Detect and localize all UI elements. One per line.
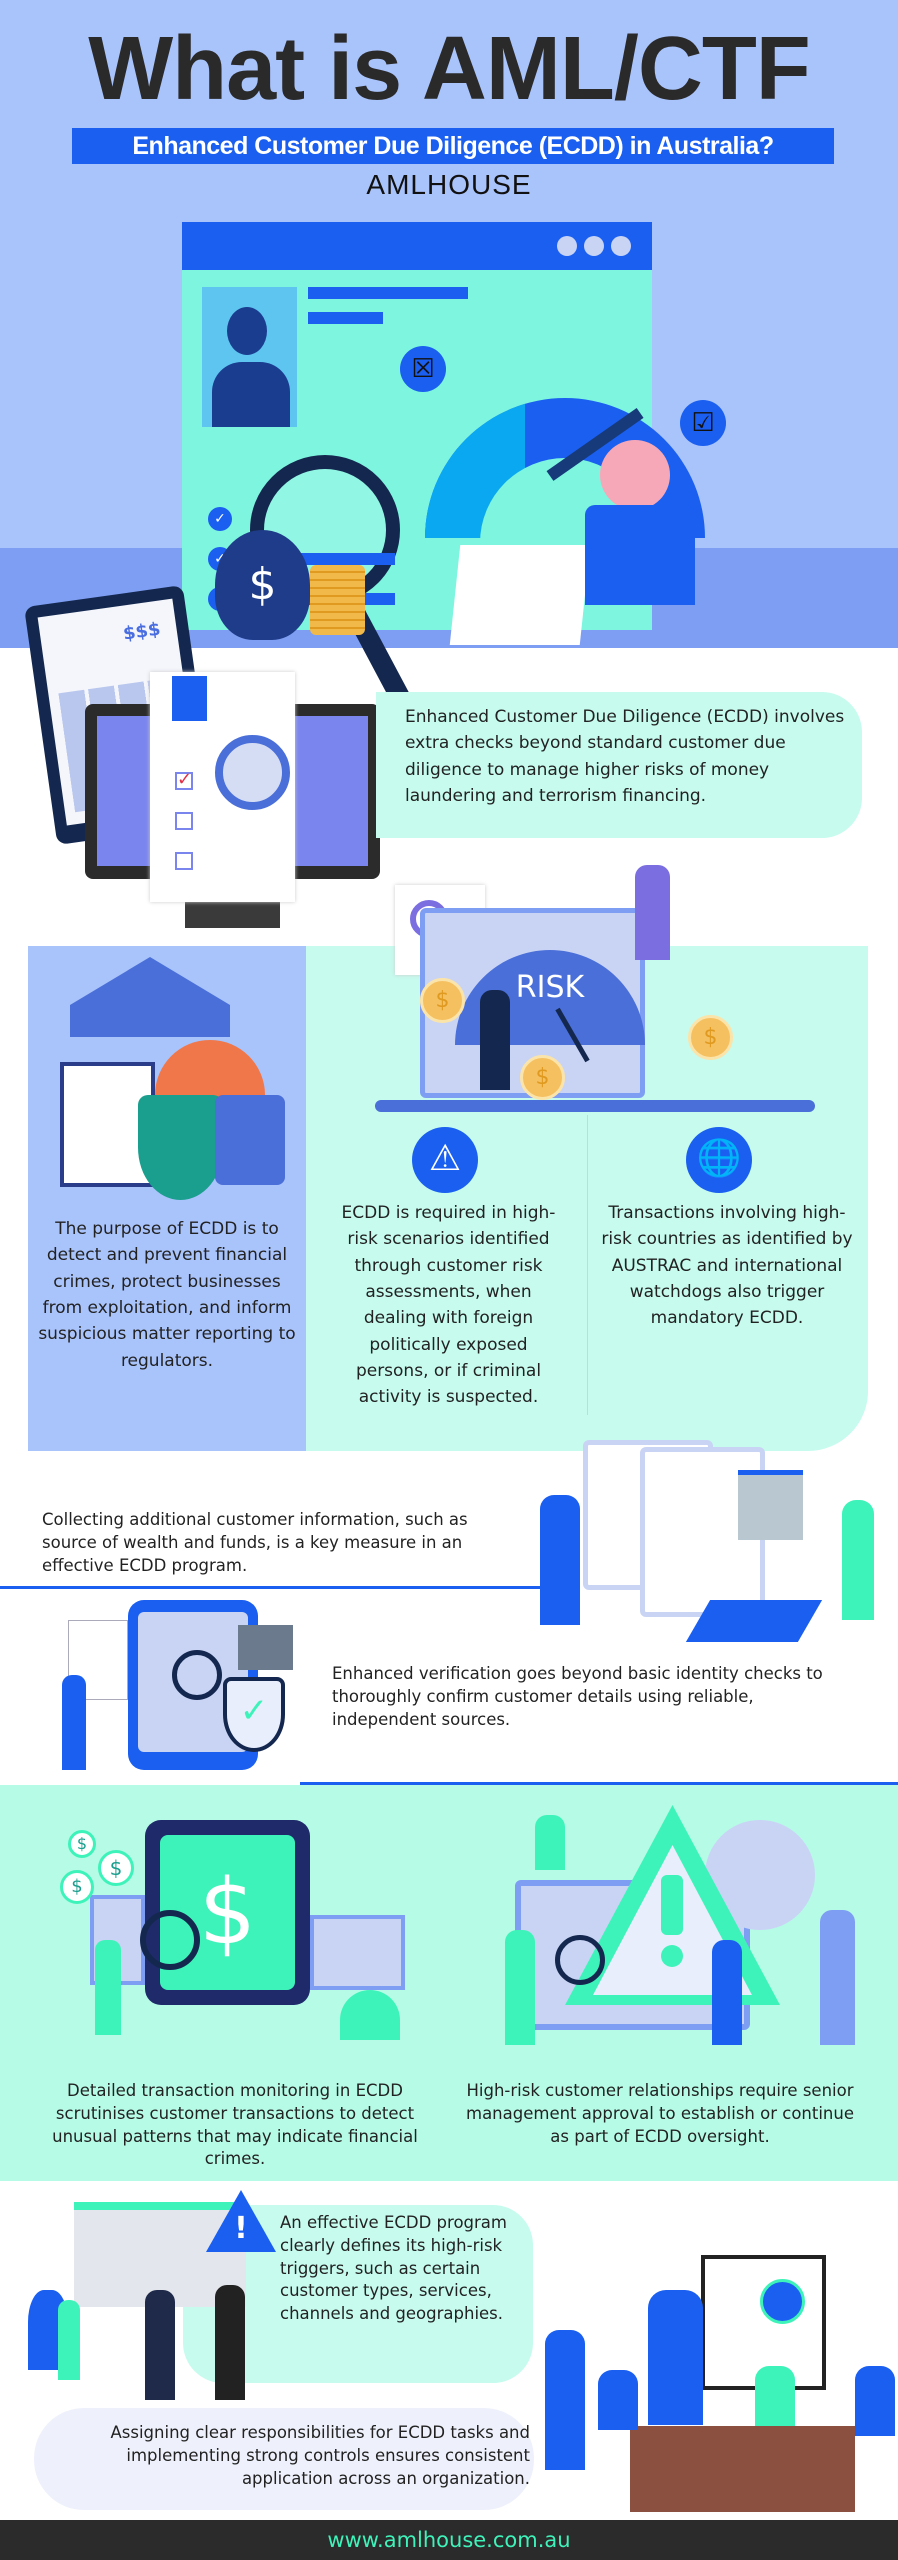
- risk-base: [375, 1100, 815, 1112]
- globe-warning-icon: 🌐: [686, 1127, 752, 1193]
- monitoring-text: Detailed transaction monitoring in ECDD …: [52, 2081, 418, 2169]
- person-icon: [842, 1500, 874, 1620]
- section-divider: [300, 1782, 898, 1785]
- column-divider: [587, 1115, 588, 1415]
- window-dot-icon: [584, 236, 604, 256]
- person-icon: [820, 1910, 855, 2045]
- person-icon: [648, 2290, 703, 2425]
- window-dot-icon: [611, 236, 631, 256]
- magnifier-icon: [140, 1910, 200, 1970]
- approved-checkbox-icon: ☑: [680, 400, 726, 446]
- responsibilities-text: Assigning clear responsibilities for ECD…: [110, 2423, 530, 2488]
- purpose-text: The purpose of ECDD is to detect and pre…: [38, 1219, 296, 1371]
- responsibilities-box: [34, 2408, 534, 2510]
- person-icon: [855, 2366, 895, 2436]
- window-dot-icon: [557, 236, 577, 256]
- person-icon: [62, 1675, 86, 1770]
- checkbox-icon: ✓: [208, 507, 232, 531]
- text-line: [308, 312, 383, 324]
- definition-box: [376, 692, 862, 838]
- person-icon: [755, 2366, 795, 2426]
- brand-logo: AMLHOUSE: [366, 169, 532, 200]
- profile-photo-icon: [202, 287, 297, 427]
- rejected-checkbox-icon: ☒: [400, 346, 446, 392]
- dollar-coin-icon: $: [98, 1850, 134, 1886]
- required-text: ECDD is required in high-risk scenarios …: [341, 1203, 556, 1408]
- person-icon: [545, 2330, 585, 2470]
- page-title: What is AML/CTF: [88, 19, 811, 119]
- coin-icon: $: [420, 978, 465, 1023]
- person-body-icon: [585, 505, 695, 605]
- person-icon: [215, 2285, 245, 2400]
- chart-panel-icon: [738, 1470, 803, 1540]
- laptop-icon: [449, 545, 591, 645]
- person-icon: [480, 990, 510, 1090]
- dollar-coin-icon: $: [60, 1870, 94, 1904]
- coin-icon: $: [688, 1015, 733, 1060]
- person-icon: [540, 1495, 580, 1625]
- magnifier-icon: [172, 1650, 222, 1700]
- subtitle-banner: Enhanced Customer Due Diligence (ECDD) i…: [72, 128, 834, 164]
- calculator-icon: [215, 1095, 285, 1185]
- coin-stack-icon: [310, 565, 365, 635]
- document-window-icon: [310, 1915, 405, 1990]
- dollar-coin-icon: $: [68, 1830, 96, 1858]
- desk-icon: [630, 2426, 855, 2512]
- whiteboard-icon: [701, 2255, 826, 2390]
- person-head-icon: [600, 440, 670, 510]
- person-icon: [535, 1815, 565, 1870]
- person-icon: [95, 1940, 121, 2035]
- laptop-icon: [685, 1600, 823, 1642]
- person-icon: [712, 1940, 742, 2045]
- person-icon: [505, 1930, 535, 2045]
- magnifier-icon: [555, 1935, 605, 1985]
- shield-lock-icon: [138, 1095, 223, 1200]
- footer-url[interactable]: www.amlhouse.com.au: [0, 2520, 898, 2560]
- text-line: [308, 287, 468, 299]
- risk-label: RISK: [515, 970, 585, 1005]
- collecting-text: Collecting additional customer informati…: [42, 1510, 468, 1575]
- person-icon: [145, 2290, 175, 2400]
- triggers-text: An effective ECDD program clearly define…: [280, 2213, 507, 2324]
- magnifier-icon: [215, 735, 290, 810]
- browser-window-bar: [182, 222, 652, 270]
- money-bag-icon: $: [215, 530, 310, 640]
- person-icon: [58, 2300, 80, 2380]
- person-icon: [598, 2370, 638, 2430]
- section-divider: [0, 1586, 560, 1589]
- definition-text: Enhanced Customer Due Diligence (ECDD) i…: [405, 707, 845, 807]
- beanbag-icon: [340, 1990, 400, 2040]
- calculator-display: $$$: [121, 618, 162, 645]
- person-icon: [635, 865, 670, 960]
- coin-icon: $: [520, 1055, 565, 1100]
- shield-check-icon: ✓: [223, 1677, 285, 1752]
- approval-text: High-risk customer relationships require…: [466, 2081, 854, 2146]
- folder-icon: [238, 1625, 293, 1670]
- warning-icon: ⚠: [412, 1127, 478, 1193]
- countries-text: Transactions involving high-risk countri…: [601, 1203, 853, 1329]
- verification-text: Enhanced verification goes beyond basic …: [332, 1664, 823, 1729]
